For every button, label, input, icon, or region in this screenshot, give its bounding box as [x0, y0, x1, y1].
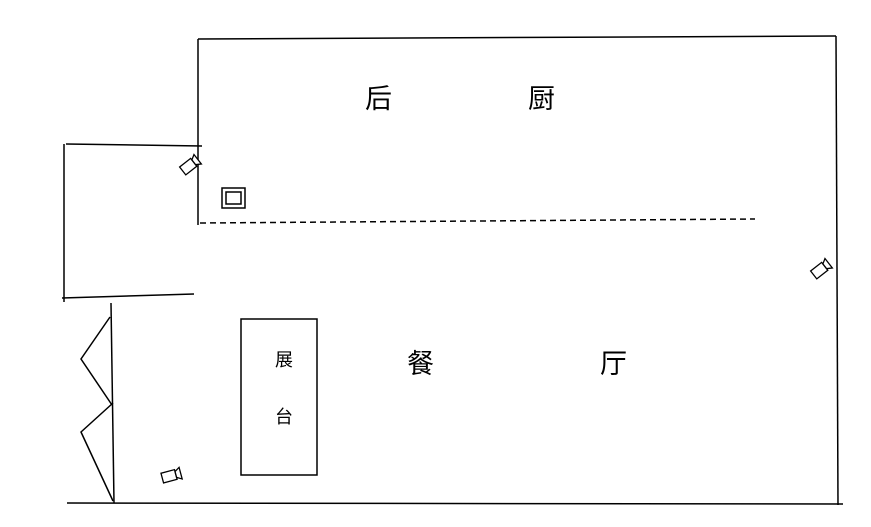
- annex-top-wall: [65, 143, 203, 147]
- security-camera-icon: [809, 257, 834, 280]
- square-marker-icon: [221, 187, 246, 209]
- display-label-1: 展: [275, 350, 293, 371]
- wall-right: [835, 35, 839, 506]
- door-swing-upper: [80, 316, 113, 406]
- security-camera-icon: [178, 153, 203, 176]
- wall-bottom: [66, 502, 844, 505]
- security-camera-icon: [160, 466, 184, 484]
- kitchen-label-1: 后: [365, 84, 392, 115]
- wall-top: [197, 35, 837, 40]
- display-label-2: 台: [275, 407, 293, 428]
- kitchen-partition: [199, 218, 756, 224]
- dining-label-2: 厅: [600, 349, 627, 380]
- kitchen-label-2: 厨: [528, 84, 555, 115]
- dining-label-1: 餐: [407, 349, 434, 380]
- door-swing-lower: [80, 402, 114, 502]
- annex-bottom-wall: [61, 293, 195, 299]
- display-counter: [240, 318, 318, 476]
